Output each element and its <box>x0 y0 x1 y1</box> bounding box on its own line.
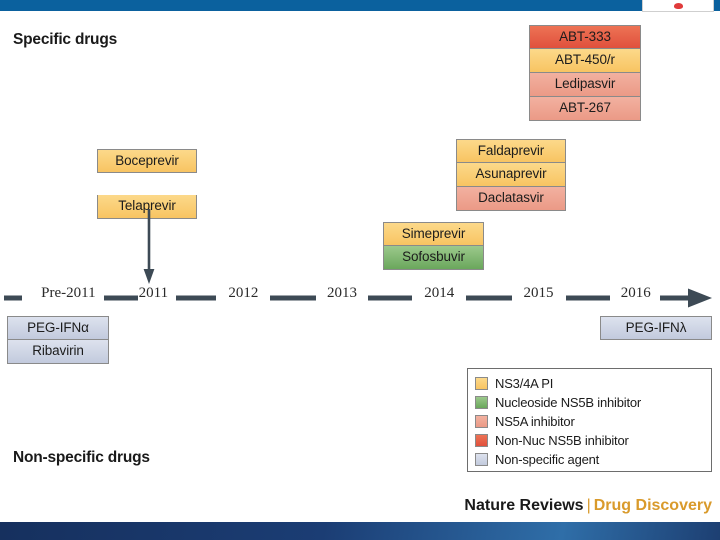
drug-box-abt-450r[interactable]: ABT-450/r <box>529 49 641 73</box>
drug-box-ribavirin[interactable]: Ribavirin <box>7 340 109 364</box>
legend-swatch-icon-ns5a <box>475 415 488 428</box>
legend-item-ns5a-inhibitor: NS5A inhibitor <box>475 412 704 431</box>
divider <box>646 8 710 10</box>
drug-stack-boceprevir-telaprevir: Boceprevir Telaprevir <box>97 149 197 219</box>
down-arrow-icon <box>143 209 155 284</box>
legend-item-ns3-4a-pi: NS3/4A PI <box>475 374 704 393</box>
bottom-accent-bar <box>0 522 720 540</box>
figure-body: Specific drugs Non-specific drugs ABT-33… <box>0 11 720 516</box>
legend: NS3/4A PI Nucleoside NS5B inhibitor NS5A… <box>467 368 712 472</box>
drug-stack-abt-group: ABT-333 ABT-450/r Ledipasvir ABT-267 <box>529 25 641 121</box>
legend-label: NS5A inhibitor <box>495 414 575 429</box>
wordmark-brand: Nature Reviews <box>464 497 584 514</box>
drug-stack-peg-ifn-lambda: PEG-IFNλ <box>600 316 712 340</box>
red-marker-icon <box>674 3 683 9</box>
legend-swatch-icon-nucleoside-ns5b <box>475 396 488 409</box>
top-accent-bar <box>0 0 720 11</box>
corner-overlay-widget[interactable] <box>642 0 714 12</box>
legend-item-non-specific-agent: Non-specific agent <box>475 450 704 469</box>
drug-stack-simeprevir-sofosbuvir: Simeprevir Sofosbuvir <box>383 222 484 270</box>
drug-box-sofosbuvir[interactable]: Sofosbuvir <box>383 246 484 270</box>
timeline-year-2011: 2011 <box>138 285 169 301</box>
timeline-year-2015: 2015 <box>523 285 554 301</box>
drug-box-daclatasvir[interactable]: Daclatasvir <box>456 187 566 211</box>
legend-label: Nucleoside NS5B inhibitor <box>495 395 642 410</box>
drug-box-telaprevir[interactable]: Telaprevir <box>97 195 197 219</box>
journal-wordmark: Nature Reviews|Drug Discovery <box>464 497 712 515</box>
right-arrow-icon <box>688 288 712 308</box>
timeline-year-2012: 2012 <box>228 285 259 301</box>
timeline-axis <box>4 288 712 308</box>
legend-item-nucleoside-ns5b-inhibitor: Nucleoside NS5B inhibitor <box>475 393 704 412</box>
legend-label: Non-Nuc NS5B inhibitor <box>495 433 629 448</box>
legend-swatch-icon-non-specific-agent <box>475 453 488 466</box>
drug-box-peg-ifn-lambda[interactable]: PEG-IFNλ <box>600 316 712 340</box>
legend-swatch-icon-ns3-4a-pi <box>475 377 488 390</box>
timeline-year-2013: 2013 <box>327 285 357 301</box>
legend-swatch-icon-non-nuc-ns5b <box>475 434 488 447</box>
timeline-year-2014: 2014 <box>424 285 455 301</box>
drug-box-abt-267[interactable]: ABT-267 <box>529 97 641 121</box>
page-title-nonspecific-drugs: Non-specific drugs <box>13 449 150 466</box>
legend-label: Non-specific agent <box>495 452 600 467</box>
drug-stack-peg-ifn-alpha-ribavirin: PEG-IFNα Ribavirin <box>7 316 109 364</box>
page-title-specific-drugs: Specific drugs <box>13 31 118 48</box>
timeline-year-pre-2011: Pre-2011 <box>41 285 96 301</box>
drug-box-faldaprevir[interactable]: Faldaprevir <box>456 139 566 163</box>
wordmark-separator: | <box>586 497 591 514</box>
legend-item-non-nuc-ns5b-inhibitor: Non-Nuc NS5B inhibitor <box>475 431 704 450</box>
drug-box-peg-ifn-alpha[interactable]: PEG-IFNα <box>7 316 109 340</box>
drug-box-abt-333[interactable]: ABT-333 <box>529 25 641 49</box>
timeline-year-2016: 2016 <box>620 285 651 301</box>
drug-box-simeprevir[interactable]: Simeprevir <box>383 222 484 246</box>
drug-stack-faldaprevir-group: Faldaprevir Asunaprevir Daclatasvir <box>456 139 566 211</box>
legend-label: NS3/4A PI <box>495 376 554 391</box>
drug-box-boceprevir[interactable]: Boceprevir <box>97 149 197 173</box>
wordmark-title: Drug Discovery <box>593 497 712 514</box>
drug-box-ledipasvir[interactable]: Ledipasvir <box>529 73 641 97</box>
timeline: Pre-2011 2011 2012 2013 2014 2015 2016 <box>0 283 720 313</box>
drug-box-asunaprevir[interactable]: Asunaprevir <box>456 163 566 187</box>
